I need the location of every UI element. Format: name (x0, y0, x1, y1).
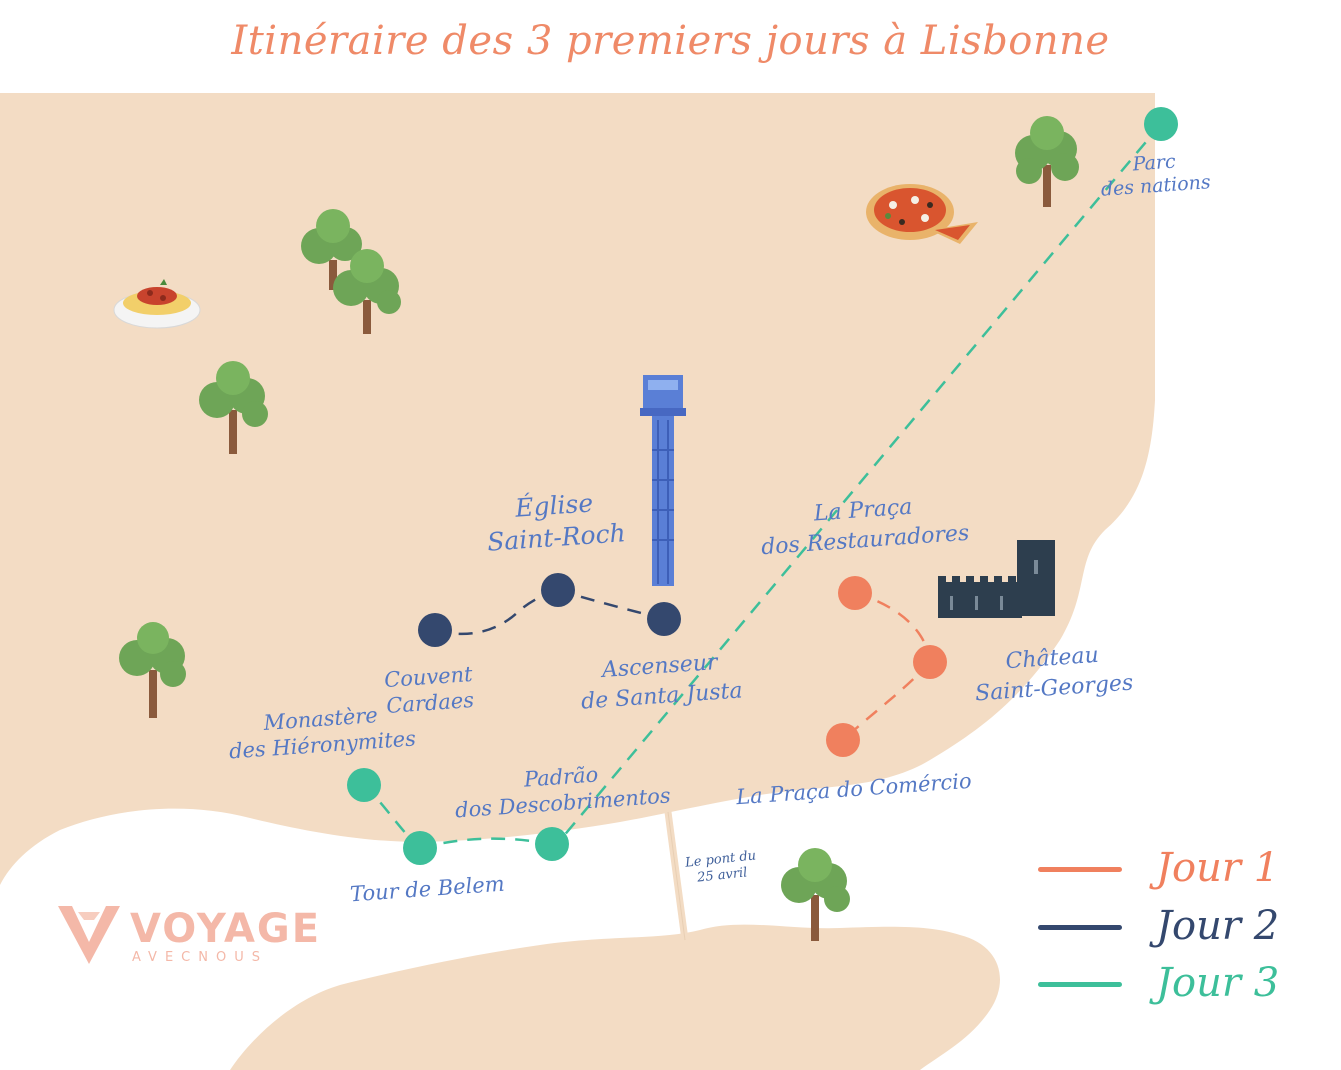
pizza-icon (866, 184, 978, 244)
pont-25-avril-bridge (664, 811, 689, 941)
label-eglise: Église Saint-Roch (486, 488, 627, 557)
legend-label: Jour 3 (1156, 960, 1280, 1006)
voyage-logo: VOYAGE AVECNOUS (56, 902, 326, 972)
tree-icon (1015, 116, 1079, 207)
tree-icon (199, 361, 268, 454)
logo-tagline: AVECNOUS (132, 950, 268, 965)
legend-swatch (1038, 925, 1122, 930)
page-title: Itinéraire des 3 premiers jours à Lisbon… (231, 18, 1110, 64)
tree-icon (781, 848, 850, 941)
legend-row-day-1: Jour 1 (1038, 845, 1328, 895)
legend-row-day-2: Jour 2 (1038, 903, 1328, 953)
legend-label: Jour 1 (1156, 845, 1280, 891)
label-chateau: Château Saint-Georges (974, 642, 1135, 707)
tree-icon (119, 622, 186, 718)
land-south (230, 924, 1000, 1070)
santa-justa-elevator-icon (640, 375, 686, 586)
stop-padrao (535, 827, 569, 861)
stop-ascenseur (647, 602, 681, 636)
spaghetti-icon (113, 279, 201, 329)
stop-chateau (913, 645, 947, 679)
stop-tour-belem (403, 831, 437, 865)
legend-swatch (1038, 867, 1122, 872)
label-ascenseur: Ascenseur de Santa Justa (580, 650, 744, 715)
stop-parc-nations (1144, 107, 1178, 141)
stop-eglise (541, 573, 575, 607)
legend-row-day-3: Jour 3 (1038, 960, 1328, 1010)
label-parc-nations: Parc des nations (1100, 150, 1212, 201)
logo-wordmark: VOYAGE (130, 906, 322, 952)
stop-restauradores (838, 576, 872, 610)
legend-label: Jour 2 (1156, 903, 1280, 949)
castle-icon (938, 540, 1055, 618)
voyage-logo-icon (58, 906, 120, 964)
legend-swatch (1038, 982, 1122, 987)
land-north (0, 93, 1155, 885)
stop-comercio (826, 723, 860, 757)
stop-couvent (418, 613, 452, 647)
tree-icon (333, 249, 401, 334)
stop-monastere (347, 768, 381, 802)
tree-icon (301, 209, 362, 290)
